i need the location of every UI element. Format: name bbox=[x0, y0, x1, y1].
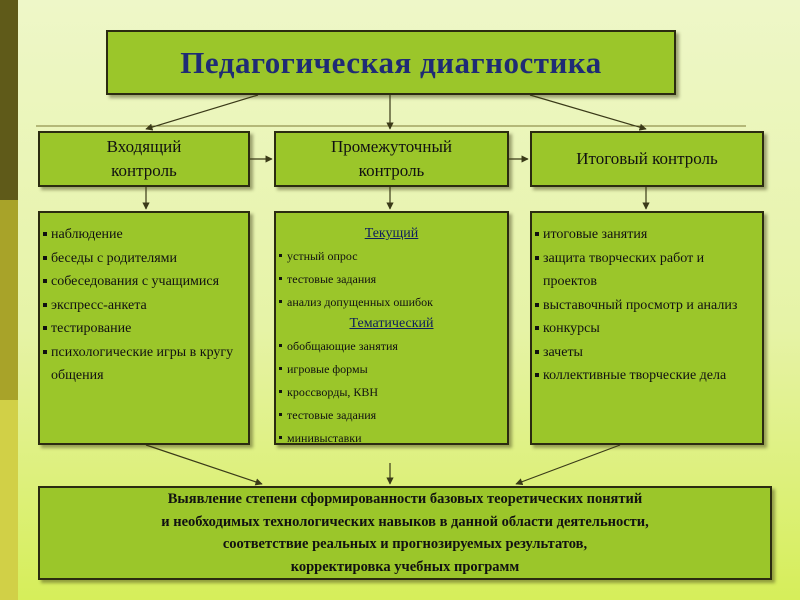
list-item: зачеты bbox=[535, 341, 757, 365]
list-item: тестовые задания bbox=[279, 268, 502, 291]
thematic-control-heading: Тематический bbox=[349, 316, 434, 332]
decor-stripe-bottom bbox=[0, 400, 18, 600]
list-item: беседы с родителями bbox=[43, 247, 243, 271]
intermediate-control-list: Текущий устный опрос тестовые задания ан… bbox=[274, 211, 509, 445]
list-item: экспресс-анкета bbox=[43, 294, 243, 318]
list-item: выставочный просмотр и анализ bbox=[535, 294, 757, 318]
arrow-incoming-to-result bbox=[145, 444, 263, 486]
final-control-header: Итоговый контроль bbox=[530, 131, 764, 187]
result-box: Выявление степени сформированности базов… bbox=[38, 486, 772, 580]
result-line-4: корректировка учебных программ bbox=[290, 558, 520, 575]
incoming-control-list: наблюдение беседы с родителями собеседов… bbox=[38, 211, 250, 445]
final-header-line-1: Итоговый контроль bbox=[576, 149, 718, 168]
list-item: кроссворды, КВН bbox=[279, 381, 502, 404]
arrow-final-to-result bbox=[515, 444, 621, 486]
list-item: обобщающие занятия bbox=[279, 335, 502, 358]
current-control-heading: Текущий bbox=[364, 226, 419, 241]
list-item: устный опрос bbox=[279, 245, 502, 268]
arrow-title-to-incoming bbox=[145, 94, 259, 131]
list-item: игровые формы bbox=[279, 358, 502, 381]
incoming-header-line-1: Входящий bbox=[106, 137, 182, 156]
list-item: конкурсы bbox=[535, 317, 757, 341]
arrow-title-to-final bbox=[529, 94, 647, 131]
intermediate-header-line-1: Промежуточный bbox=[331, 137, 452, 156]
list-item: тестирование bbox=[43, 317, 243, 341]
diagram-title: Педагогическая диагностика bbox=[106, 30, 676, 95]
diagram-title-text: Педагогическая диагностика bbox=[180, 44, 602, 80]
list-item: собеседования с учащимися bbox=[43, 270, 243, 294]
result-line-3: соответствие реальных и прогнозируемых р… bbox=[222, 536, 588, 552]
result-line-1: Выявление степени сформированности базов… bbox=[167, 491, 643, 507]
list-item: тестовые задания bbox=[279, 404, 502, 427]
list-item: минивыставки bbox=[279, 427, 502, 450]
list-item: защита творческих работ и проектов bbox=[535, 247, 757, 294]
decor-stripe-middle bbox=[0, 200, 18, 400]
final-control-list: итоговые занятия защита творческих работ… bbox=[530, 211, 764, 445]
list-item: анализ допущенных ошибок bbox=[279, 291, 502, 314]
incoming-header-line-2: контроль bbox=[111, 161, 177, 180]
list-item: итоговые занятия bbox=[535, 223, 757, 247]
incoming-control-header: Входящий контроль bbox=[38, 131, 250, 187]
list-item: коллективные творческие дела bbox=[535, 364, 757, 388]
decor-stripe-top bbox=[0, 0, 18, 200]
list-item: наблюдение bbox=[43, 223, 243, 247]
intermediate-header-line-2: контроль bbox=[358, 161, 425, 180]
list-item: психологические игры в кругу общения bbox=[43, 341, 243, 388]
intermediate-control-header: Промежуточный контроль bbox=[274, 131, 509, 187]
result-line-2: и необходимых технологических навыков в … bbox=[161, 513, 649, 530]
